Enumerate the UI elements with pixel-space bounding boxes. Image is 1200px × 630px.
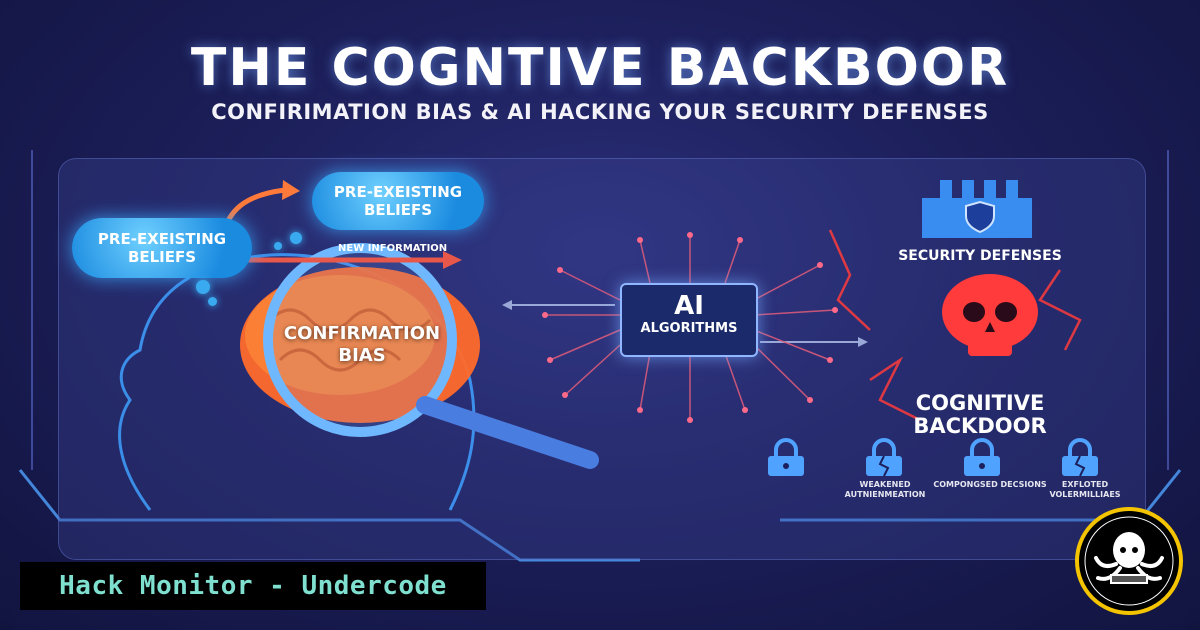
undercode-octopus-logo (1075, 507, 1183, 615)
lock-icon (768, 438, 804, 476)
lock-caption-exploited: EXFLOTED VOLERMILLIAES (1049, 480, 1121, 499)
lock-icon (964, 438, 1000, 476)
lock-caption-compromised: COMPONGSED DECSIONS (933, 480, 1047, 489)
thought-bubble-dot (208, 297, 217, 306)
page-subtitle: CONFIRIMATION BIAS & AI HACKING YOUR SEC… (211, 100, 989, 124)
confirmation-bias-label: CONFIRMATION BIAS (283, 323, 441, 366)
ai-chip-subtitle: ALGORITHMS (640, 321, 738, 336)
lightning-bolts (828, 229, 1082, 422)
security-defenses-label: SECURITY DEFENSES (898, 248, 1062, 264)
site-banner: Hack Monitor - Undercode (20, 562, 486, 610)
thought-bubble-dot (290, 232, 302, 244)
ai-algorithms-chip: AI ALGORITHMS (620, 283, 758, 357)
magnifier-lens (263, 243, 457, 437)
page-title: THE COGNTIVE BACKBOOR (190, 38, 1010, 98)
cracked-lock-icon (866, 438, 902, 477)
thought-bubble-dot (196, 280, 210, 294)
ai-chip-title: AI (674, 291, 704, 321)
new-information-label: NEW INFORMATION (338, 243, 448, 254)
lock-caption-weakened: WEAKENED AUTNIENMEATION (844, 480, 926, 499)
thought-bubble-dot (274, 242, 282, 250)
cracked-lock-icon (1062, 438, 1098, 477)
belief-cloud-right: PRE-EXEISTING BELIEFS (312, 172, 484, 230)
belief-cloud-left-label: PRE-EXEISTING BELIEFS (97, 230, 227, 266)
cognitive-backdoor-label: COGNITIVE BACKDOOR (913, 391, 1047, 438)
belief-cloud-right-label: PRE-EXEISTING BELIEFS (333, 183, 463, 219)
castle-icon (922, 180, 1032, 238)
skull-icon (942, 274, 1038, 356)
magnifier-handle (416, 396, 599, 469)
belief-cloud-left: PRE-EXEISTING BELIEFS (72, 218, 252, 278)
